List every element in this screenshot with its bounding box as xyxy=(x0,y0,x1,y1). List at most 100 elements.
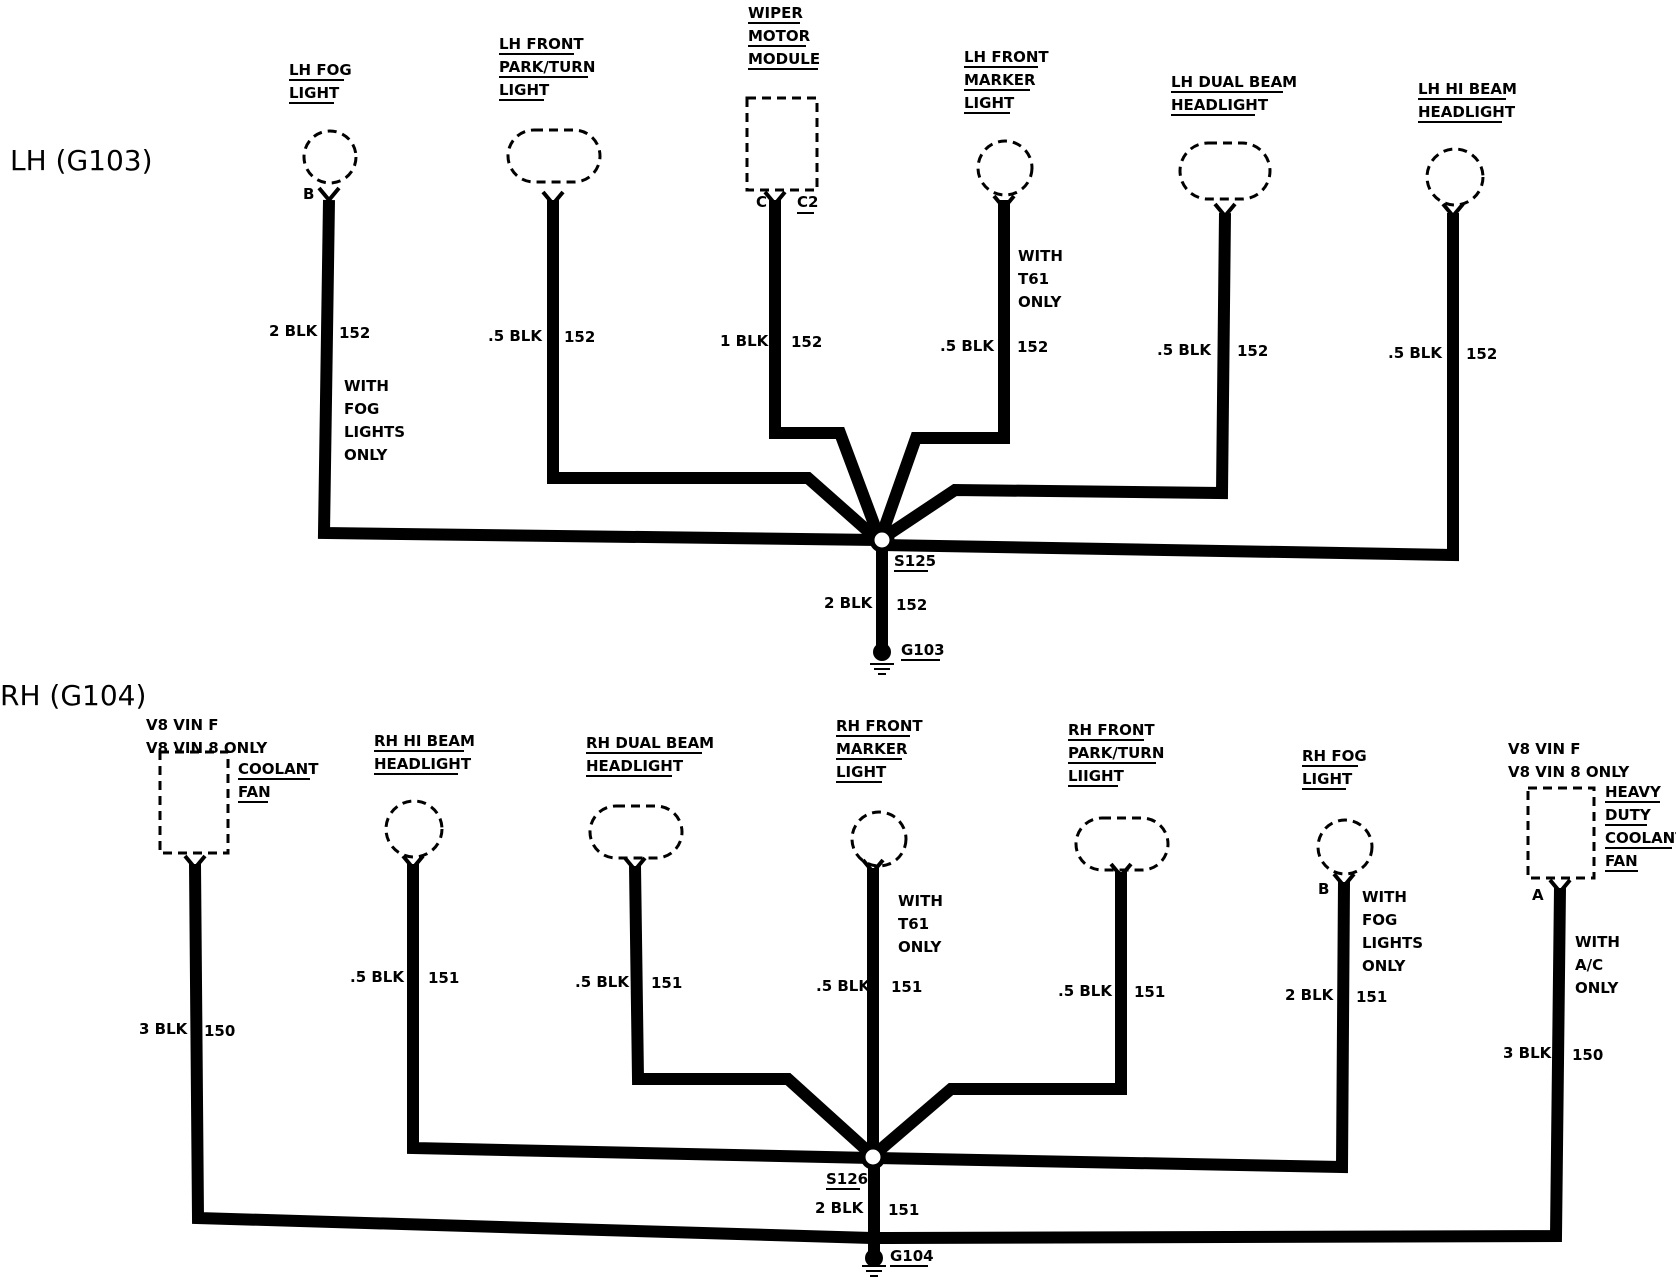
lh-hibeam-wire xyxy=(879,213,1459,562)
lh-pin-labels: B C C2 xyxy=(303,185,818,214)
rh-hd-wire-circuit: 150 xyxy=(1572,1046,1603,1064)
lh-dual-beam-headlight xyxy=(1178,141,1272,201)
lh-ground-wire-size: 2 BLK xyxy=(824,594,874,612)
rh-hibeam-wire-size: .5 BLK xyxy=(350,968,405,986)
lh-dual-wire xyxy=(876,212,1231,545)
lh-park-wire-circuit: 152 xyxy=(564,328,595,346)
lh-ground-symbol xyxy=(870,643,894,675)
lh-splice-s125 xyxy=(869,527,895,553)
lh-park-wire-size: .5 BLK xyxy=(488,327,543,345)
rh-coolant-fan xyxy=(158,750,230,855)
rh-fog-pin: B xyxy=(1318,880,1329,898)
rh-section-title: RH (G104) xyxy=(0,679,146,712)
lh-fog-wire-circuit: 152 xyxy=(339,324,370,342)
rh-splice-label: S126 xyxy=(826,1170,868,1188)
rh-park-wire xyxy=(870,872,1127,1160)
rh-heavy-duty-coolant-fan xyxy=(1526,786,1596,880)
rh-dual-beam-headlight xyxy=(588,804,684,860)
rh-dual-wire-circuit: 151 xyxy=(651,974,682,992)
rh-coolant-wire-size: 3 BLK xyxy=(139,1020,189,1038)
rh-fog-wire xyxy=(873,881,1350,1174)
lh-wires xyxy=(317,199,1459,650)
lh-wiper-motor-module xyxy=(745,96,819,192)
rh-hd-label: HEAVYDUTYCOOLANTFAN xyxy=(1605,783,1676,870)
rh-splice-s126 xyxy=(860,1144,886,1170)
lh-splice-label: S125 xyxy=(894,552,936,570)
lh-hibeam-wire-circuit: 152 xyxy=(1466,345,1497,363)
rh-front-marker-light xyxy=(850,810,908,868)
rh-marker-wire-circuit: 151 xyxy=(891,978,922,996)
rh-wire-labels: 3 BLK 150 .5 BLK 151 .5 BLK 151 .5 BLK 1… xyxy=(139,888,1620,1267)
rh-fog-wire-size: 2 BLK xyxy=(1285,986,1335,1004)
lh-hibeam-wire-size: .5 BLK xyxy=(1388,344,1443,362)
lh-ground-wire-circuit: 152 xyxy=(896,596,927,614)
lh-marker-wire-circuit: 152 xyxy=(1017,338,1048,356)
rh-ground-label: G104 xyxy=(890,1247,934,1265)
rh-park-wire-circuit: 151 xyxy=(1134,983,1165,1001)
rh-components xyxy=(158,750,1596,880)
rh-hd-pin: A xyxy=(1532,886,1544,904)
lh-pin-marks xyxy=(317,186,1465,220)
lh-wiper-wire-circuit: 152 xyxy=(791,333,822,351)
lh-fog-light xyxy=(302,129,358,185)
lh-park-turn-light xyxy=(506,128,602,184)
lh-fog-wire xyxy=(317,199,879,546)
lh-wiper-wire xyxy=(769,200,886,543)
rh-ground-wire-circuit: 151 xyxy=(888,1201,919,1219)
rh-coolant-wire-circuit: 150 xyxy=(204,1022,235,1040)
rh-ground-wire-size: 2 BLK xyxy=(815,1199,865,1217)
rh-ground-symbol xyxy=(862,1249,886,1277)
rh-fog-light xyxy=(1316,818,1374,876)
lh-marker-wire xyxy=(874,200,1010,542)
lh-dual-wire-circuit: 152 xyxy=(1237,342,1268,360)
lh-section-title: LH (G103) xyxy=(10,144,153,177)
rh-hd-wire xyxy=(877,887,1566,1244)
lh-marker-wire-size: .5 BLK xyxy=(940,337,995,355)
lh-fog-wire-size: 2 BLK xyxy=(269,322,319,340)
rh-coolant-wire xyxy=(189,863,873,1244)
lh-wiper-wire-size: 1 BLK xyxy=(720,332,770,350)
rh-park-wire-size: .5 BLK xyxy=(1058,982,1113,1000)
rh-fog-wire-circuit: 151 xyxy=(1356,988,1387,1006)
rh-hibeam-wire-circuit: 151 xyxy=(428,969,459,987)
rh-dual-wire xyxy=(629,865,877,1160)
rh-pin-marks xyxy=(183,854,1572,896)
lh-components xyxy=(302,96,1485,207)
lh-hi-beam-headlight xyxy=(1425,147,1485,207)
lh-wiper-pin: C xyxy=(756,193,767,211)
rh-pin-labels: B A xyxy=(1318,880,1544,904)
lh-fog-pin: B xyxy=(303,185,314,203)
rh-marker-wire-size: .5 BLK xyxy=(816,977,871,995)
rh-wires xyxy=(189,863,1566,1258)
rh-hi-beam-headlight xyxy=(384,799,444,859)
lh-wire-labels: 2 BLK 152 .5 BLK 152 1 BLK 152 .5 BLK 15… xyxy=(269,247,1497,661)
rh-hibeam-wire xyxy=(407,864,873,1164)
rh-dual-wire-size: .5 BLK xyxy=(575,973,630,991)
lh-dual-wire-size: .5 BLK xyxy=(1157,341,1212,359)
lh-front-marker-light xyxy=(976,139,1034,197)
lh-ground-label: G103 xyxy=(901,641,945,659)
lh-wiper-connector: C2 xyxy=(797,193,818,211)
lh-park-wire xyxy=(547,200,882,545)
